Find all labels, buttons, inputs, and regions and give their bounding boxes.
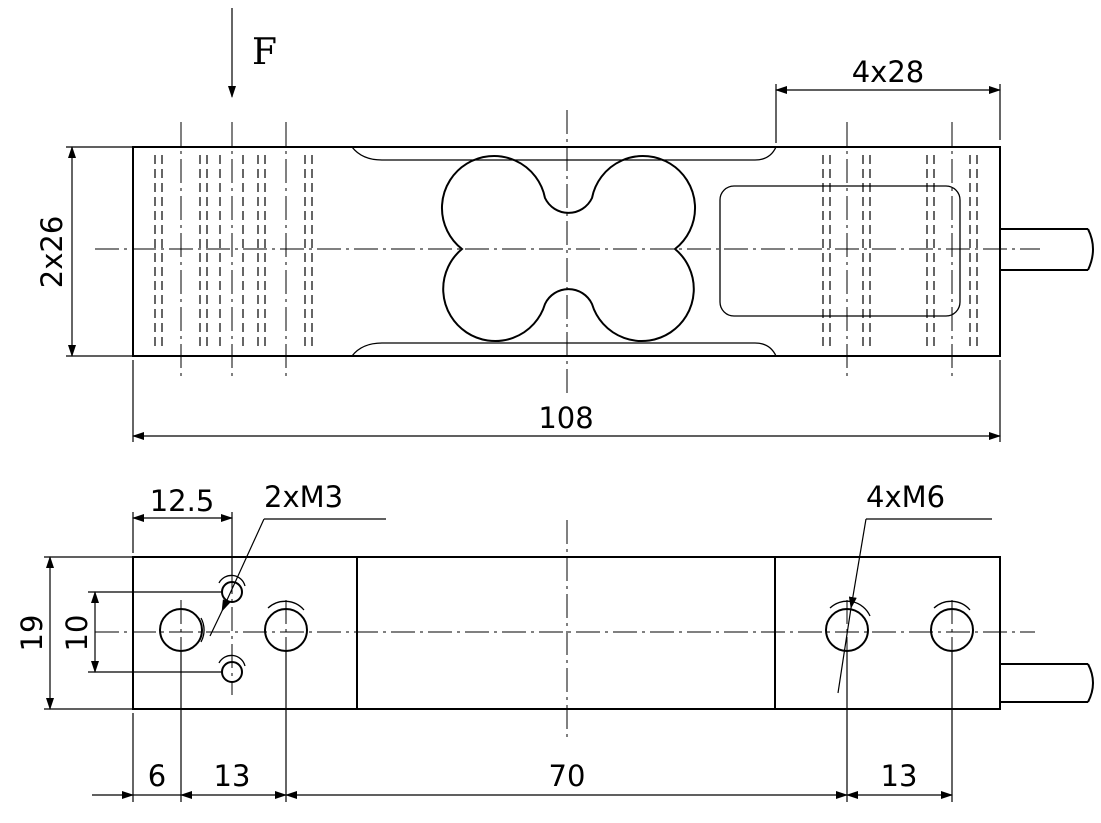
bottom-cable	[1000, 663, 1094, 703]
right-hole-centerlines	[846, 122, 953, 380]
leader-2xm3: 2xM3	[209, 480, 386, 637]
left-hole-centerlines	[180, 122, 287, 380]
leader-4xm6: 4xM6	[837, 480, 992, 694]
dim-70-label: 70	[549, 759, 586, 793]
left-hidden-threads	[154, 155, 313, 350]
dim-13-right-label: 13	[881, 759, 918, 793]
dim-4x28: 4x28	[775, 55, 1001, 143]
dim-12-5: 12.5	[132, 484, 233, 575]
dim-108: 108	[132, 360, 1001, 442]
bottom-gauge-hatch	[356, 556, 776, 710]
dim-19: 19	[15, 556, 133, 710]
dim-2x26: 2x26	[35, 146, 133, 357]
dim-2x26-label: 2x26	[35, 216, 69, 289]
top-groove-hatch	[350, 146, 778, 161]
dim-10-label: 10	[60, 615, 94, 652]
dim-13-left-label: 13	[214, 759, 251, 793]
binocular-hole	[440, 154, 697, 342]
dim-12-5-label: 12.5	[150, 484, 215, 518]
top-cable	[1000, 228, 1094, 271]
left-m6-hole-1	[159, 600, 205, 660]
force-label: F	[252, 32, 277, 73]
top-view: F 108 2x26 4x28	[35, 8, 1094, 442]
dim-10: 10	[60, 591, 222, 673]
thread-m3-label: 2xM3	[264, 480, 343, 514]
bottom-view: 12.5 2xM3 4xM6 19 10	[15, 480, 1094, 802]
thread-m6-label: 4xM6	[866, 480, 945, 514]
dim-108-label: 108	[538, 401, 593, 435]
dim-4x28-label: 4x28	[852, 55, 925, 89]
dim-19-label: 19	[15, 615, 49, 652]
right-hidden-threads	[822, 155, 978, 350]
strain-gauge-hatch	[719, 185, 961, 317]
bottom-chain-dimensions: 6 13 70 13	[92, 650, 953, 802]
dim-6-label: 6	[148, 759, 166, 793]
bottom-groove-hatch	[350, 342, 778, 357]
